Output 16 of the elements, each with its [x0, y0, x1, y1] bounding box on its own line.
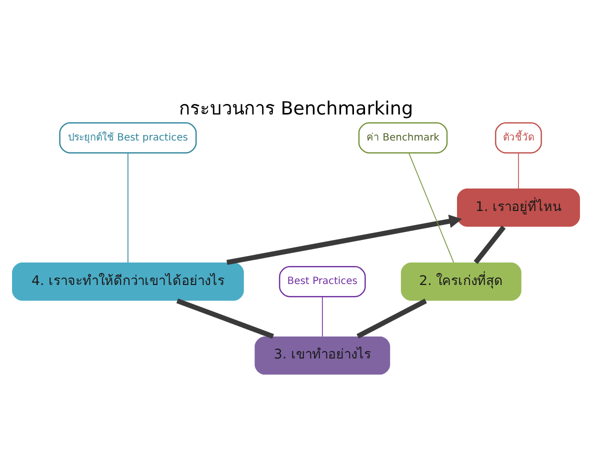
- node-box: ตัวชี้วัด: [495, 122, 542, 154]
- diagram-title: กระบวนการ Benchmarking: [178, 98, 414, 120]
- connector: [408, 152, 454, 263]
- node-box: ค่า Benchmark: [358, 122, 448, 154]
- connector: [176, 298, 274, 339]
- connector: [474, 226, 506, 264]
- connector: [356, 298, 427, 339]
- arrow: [226, 214, 462, 265]
- node-box: Best Practices: [278, 266, 366, 298]
- connector: [518, 152, 519, 189]
- node-box: ประยุกต์ใช้ Best practices: [59, 122, 197, 154]
- node-box: 4. เราจะทำให้ดีกว่าเขาได้อย่างไร: [12, 262, 244, 301]
- node-box: 2. ใครเก่งที่สุด: [400, 262, 522, 301]
- node-box: 1. เราอยู่ที่ไหน: [457, 188, 580, 227]
- node-box: 3. เขาทำอย่างไร: [254, 336, 390, 375]
- connector: [322, 296, 323, 337]
